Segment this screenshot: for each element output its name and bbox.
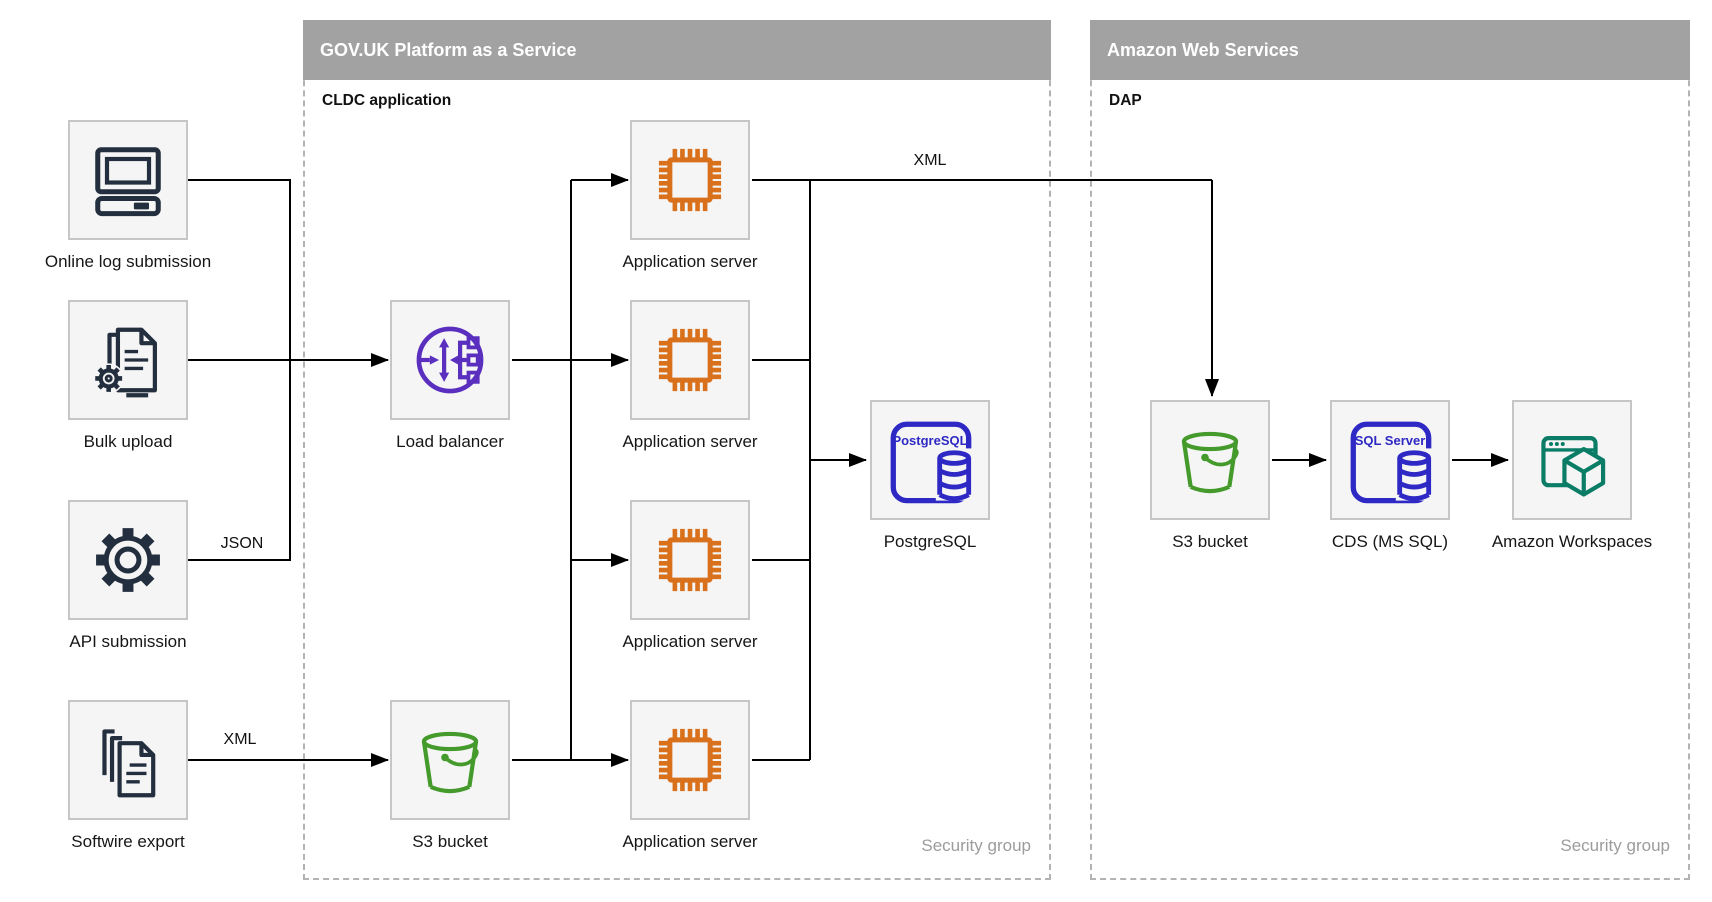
chip-icon	[658, 528, 722, 592]
aws-container: Amazon Web Services DAP Security group	[1090, 20, 1690, 880]
edge-label-xml-left: XML	[223, 731, 257, 748]
node-label-lb: Load balancer	[396, 432, 504, 451]
edge-label-json: JSON	[220, 535, 264, 552]
workspaces-icon	[1541, 436, 1606, 497]
node-label-postgres: PostgreSQL	[883, 532, 977, 551]
node-application-server-2	[630, 300, 750, 420]
node-online-log-submission	[68, 120, 188, 240]
sql-server-database-icon	[1350, 421, 1435, 504]
load-balancer-icon	[416, 326, 484, 394]
govuk-paas-header: GOV.UK Platform as a Service	[303, 20, 1051, 80]
node-label-api: API submission	[69, 632, 187, 651]
aws-header: Amazon Web Services	[1090, 20, 1690, 80]
aws-security-group-label: Security group	[1560, 836, 1670, 855]
govuk-security-group-label: Security group	[921, 836, 1031, 855]
node-s3-bucket-aws	[1150, 400, 1270, 520]
node-label-app4: Application server	[622, 832, 758, 851]
chip-icon	[658, 728, 722, 792]
node-application-server-4	[630, 700, 750, 820]
node-label-bulk: Bulk upload	[83, 432, 173, 451]
govuk-paas-sublabel: CLDC application	[322, 92, 452, 109]
node-label-softwire: Softwire export	[71, 832, 185, 851]
node-cds-ms-sql: SQL Server	[1330, 400, 1450, 520]
sql-server-logo-text: SQL Server	[1354, 433, 1426, 448]
node-load-balancer	[390, 300, 510, 420]
node-label-app2: Application server	[622, 432, 758, 451]
s3-bucket-icon	[1181, 431, 1239, 494]
postgresql-database-icon	[890, 421, 975, 504]
s3-bucket-icon	[421, 731, 479, 794]
node-label-cds: CDS (MS SQL)	[1331, 532, 1449, 551]
node-label-app1: Application server	[622, 252, 758, 271]
edge-merge-sources	[188, 179, 291, 561]
node-s3-bucket-govuk	[390, 700, 510, 820]
edge-label-xml-top: XML	[913, 152, 947, 169]
node-label-online: Online log submission	[44, 252, 212, 271]
node-bulk-upload	[68, 300, 188, 420]
chip-icon	[658, 148, 722, 212]
node-application-server-1	[630, 120, 750, 240]
node-label-s3-aws: S3 bucket	[1172, 532, 1248, 551]
documents-stack-icon	[102, 729, 156, 798]
desktop-computer-icon	[95, 147, 161, 217]
node-api-submission	[68, 500, 188, 620]
node-softwire-export	[68, 700, 188, 820]
aws-sublabel: DAP	[1109, 92, 1142, 109]
govuk-paas-container: GOV.UK Platform as a Service CLDC applic…	[303, 20, 1051, 880]
postgresql-logo-text: PostgreSQL	[892, 433, 968, 448]
node-label-s3-govuk: S3 bucket	[412, 832, 488, 851]
node-label-app3: Application server	[622, 632, 758, 651]
node-application-server-3	[630, 500, 750, 620]
chip-icon	[658, 328, 722, 392]
node-label-workspaces: Amazon Workspaces	[1491, 532, 1653, 551]
node-postgresql: PostgreSQL	[870, 400, 990, 520]
gear-icon	[96, 528, 160, 592]
node-amazon-workspaces	[1512, 400, 1632, 520]
documents-gear-icon	[93, 327, 157, 398]
